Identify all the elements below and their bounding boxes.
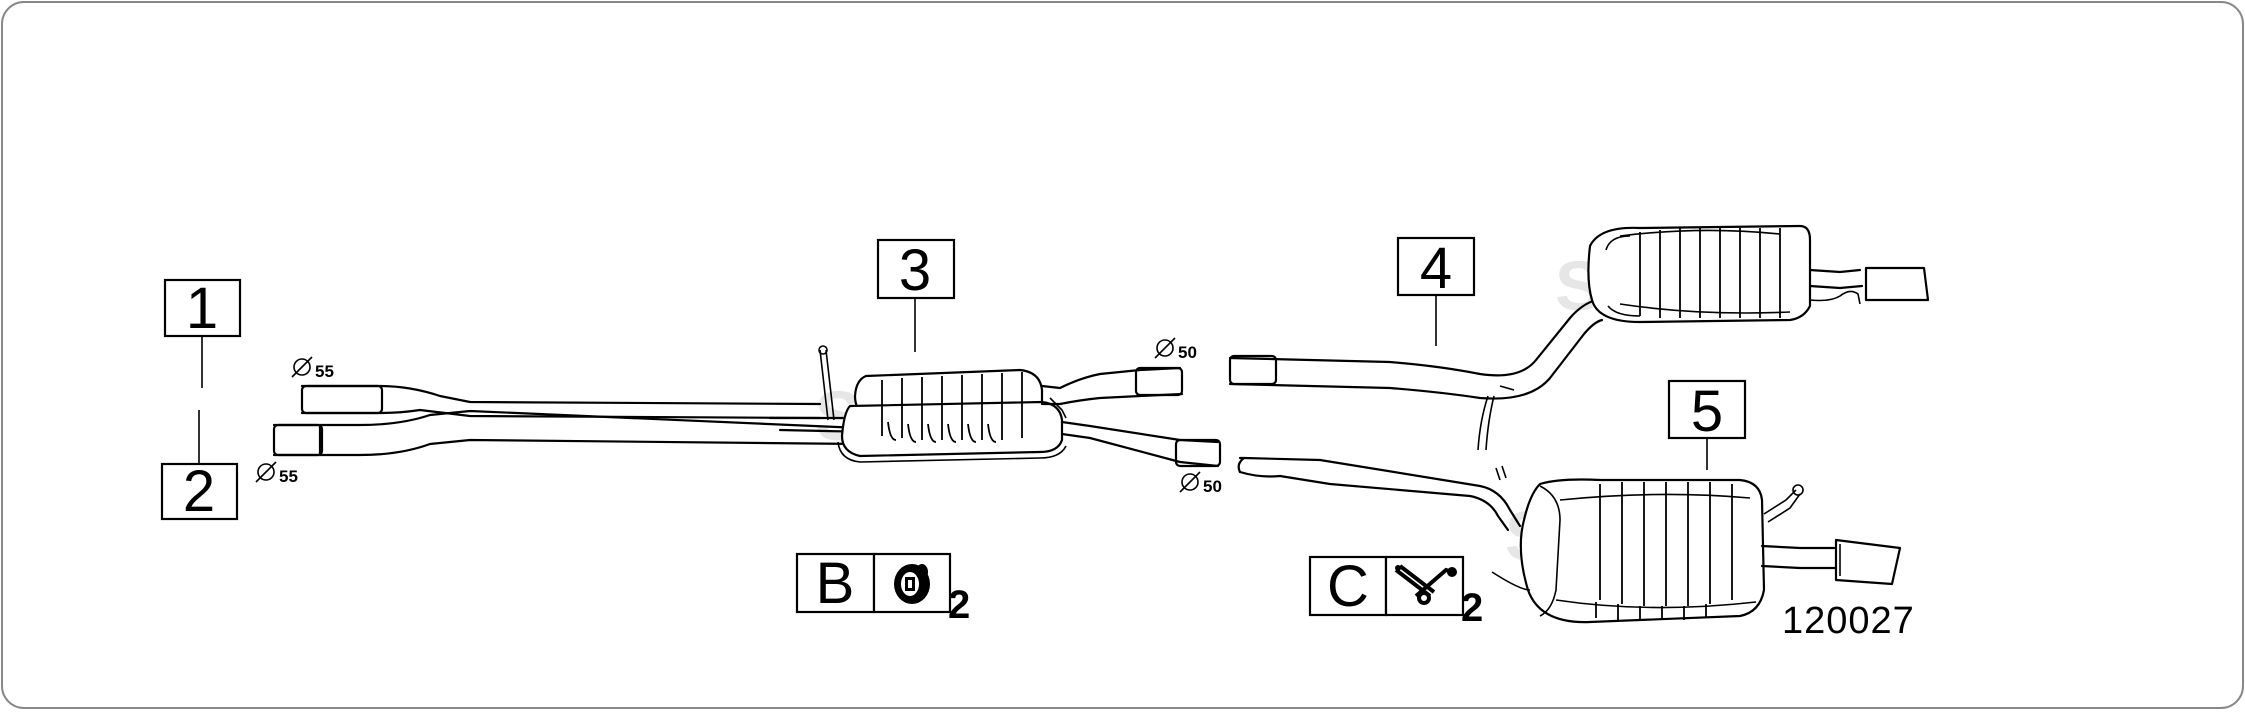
callout-2-label: 2	[183, 459, 215, 524]
front-pipe-lower	[272, 409, 862, 457]
kit-b-letter: B	[816, 551, 855, 616]
bracket-clamp-icon	[1394, 564, 1457, 605]
kit-c-quantity: 2	[1461, 586, 1483, 630]
kit-c-letter: C	[1327, 554, 1369, 619]
callout-4-label: 4	[1420, 236, 1452, 301]
kit-b-quantity: 2	[948, 583, 970, 627]
rear-silencer-lower	[1237, 456, 1902, 624]
rubber-hanger-icon	[894, 564, 930, 604]
callout-1: 1	[163, 276, 242, 388]
kit-c: C 2	[1308, 554, 1483, 630]
diameter-inlet-upper-value: 55	[315, 362, 334, 381]
kit-b: B 2	[795, 551, 970, 627]
callout-4: 4	[1396, 236, 1476, 346]
callout-2: 2	[160, 410, 239, 524]
diameter-inlet-lower: 55	[255, 461, 298, 486]
diameter-outlet-lower: 50	[1179, 471, 1222, 496]
callout-1-label: 1	[186, 276, 218, 341]
callout-5-label: 5	[1691, 379, 1723, 444]
middle-silencer	[768, 345, 1222, 468]
rear-silencer-upper	[1228, 224, 1930, 451]
diameter-outlet-upper: 50	[1154, 337, 1197, 362]
callout-3: 3	[876, 238, 956, 352]
drawing-number: 120027	[1782, 600, 1915, 642]
front-pipe-upper	[300, 384, 822, 420]
callout-5: 5	[1667, 379, 1747, 470]
callout-3-label: 3	[899, 238, 931, 303]
diameter-inlet-upper: 55	[291, 356, 334, 381]
diameter-inlet-lower-value: 55	[279, 467, 298, 486]
diameter-outlet-upper-value: 50	[1178, 343, 1197, 362]
diameter-outlet-lower-value: 50	[1203, 477, 1222, 496]
